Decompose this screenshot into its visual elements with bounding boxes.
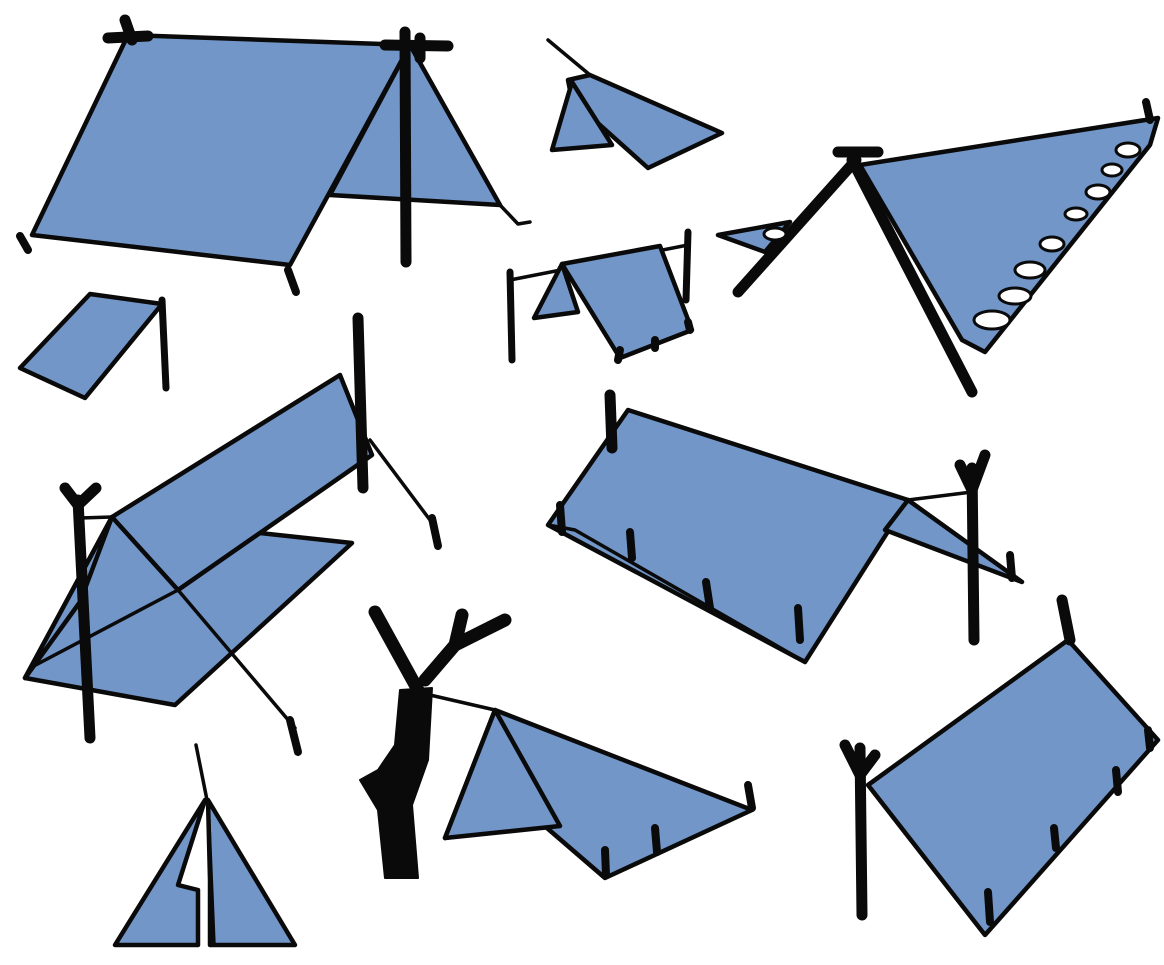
small-wedge-shelter — [548, 40, 722, 168]
lean-to-with-stones — [718, 102, 1158, 392]
tarp-tipi — [115, 745, 295, 945]
tree-tied-wedge-tarp — [360, 612, 752, 878]
small-lean-to — [20, 294, 166, 398]
pitched-tarp-on-poles — [548, 395, 1022, 662]
single-pole-lean-to — [845, 600, 1158, 935]
a-frame-tent — [20, 20, 530, 292]
line-tarp-wall — [510, 232, 692, 360]
